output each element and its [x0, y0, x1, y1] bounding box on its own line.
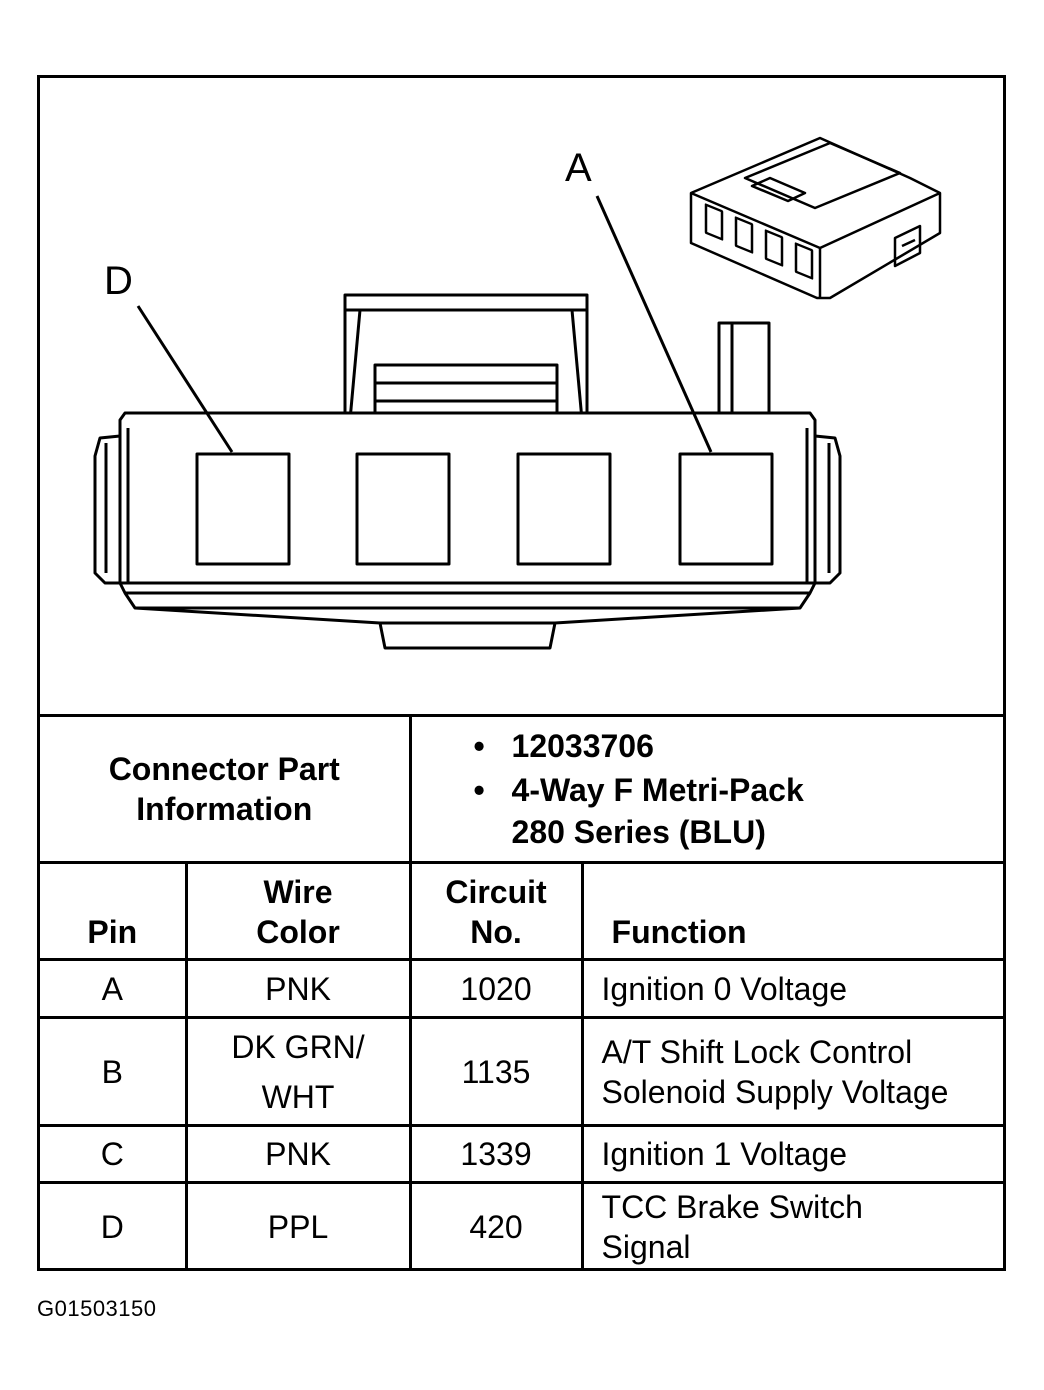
- circuit-cell: 1020: [408, 958, 584, 1019]
- pin-cell: D: [40, 1181, 188, 1270]
- connector-isometric-view: [689, 136, 942, 300]
- pin-cell: A: [40, 958, 188, 1019]
- cavity-d: [195, 452, 291, 566]
- connector-pinout-table: Connector Part Information •12033706 •4-…: [40, 714, 1004, 1270]
- circuit-cell: 1135: [408, 1016, 584, 1127]
- wire-color-cell: DK GRN/ WHT: [184, 1016, 412, 1127]
- table-header-row: Pin Wire Color Circuit No. Function: [40, 861, 1004, 961]
- wire-color-cell: PNK: [184, 1124, 412, 1184]
- function-cell: Ignition 0 Voltage: [580, 958, 1004, 1019]
- pin-cell: C: [40, 1124, 188, 1184]
- circuit-cell: 420: [408, 1181, 584, 1270]
- function-cell: A/T Shift Lock Control Solenoid Supply V…: [580, 1016, 1004, 1127]
- table-row: B DK GRN/ WHT 1135 A/T Shift Lock Contro…: [40, 1016, 1004, 1127]
- header-function: Function: [580, 861, 1004, 961]
- header-wire-color: Wire Color: [184, 861, 412, 961]
- connector-latch: [343, 293, 589, 422]
- callout-d-leader: [136, 305, 234, 453]
- connector-part-info-values: •12033706 •4-Way F Metri-Pack 280 Series…: [408, 714, 1004, 864]
- wire-color-cell: PNK: [184, 958, 412, 1019]
- figure-id: G01503150: [37, 1296, 157, 1321]
- connector-drawing: [93, 136, 942, 650]
- wire-color-cell: PPL: [184, 1181, 412, 1270]
- table-row: A PNK 1020 Ignition 0 Voltage: [40, 958, 1004, 1019]
- callout-a: A: [565, 146, 592, 190]
- connector-type-item: •4-Way F Metri-Pack 280 Series (BLU): [473, 772, 804, 850]
- connector-figure-frame: A D Connector Part Information •12033706…: [37, 75, 1006, 1271]
- cavity-b: [516, 452, 612, 566]
- header-pin: Pin: [40, 861, 188, 961]
- function-cell: Ignition 1 Voltage: [580, 1124, 1004, 1184]
- callout-a-leader: [595, 195, 713, 453]
- connector-face-diagram: A D: [40, 78, 1003, 714]
- connector-body: [93, 411, 842, 650]
- callout-d: D: [104, 259, 133, 303]
- cavity-a: [678, 452, 774, 566]
- connector-part-info-row: Connector Part Information •12033706 •4-…: [40, 714, 1004, 864]
- part-number-item: •12033706: [473, 728, 654, 764]
- header-circuit-no: Circuit No.: [408, 861, 584, 961]
- circuit-cell: 1339: [408, 1124, 584, 1184]
- connector-part-info-label: Connector Part Information: [40, 714, 412, 864]
- table-row: D PPL 420 TCC Brake Switch Signal: [40, 1181, 1004, 1270]
- terminal-cavities: [195, 452, 774, 566]
- pin-cell: B: [40, 1016, 188, 1127]
- cavity-c: [355, 452, 451, 566]
- function-cell: TCC Brake Switch Signal: [580, 1181, 1004, 1270]
- table-row: C PNK 1339 Ignition 1 Voltage: [40, 1124, 1004, 1184]
